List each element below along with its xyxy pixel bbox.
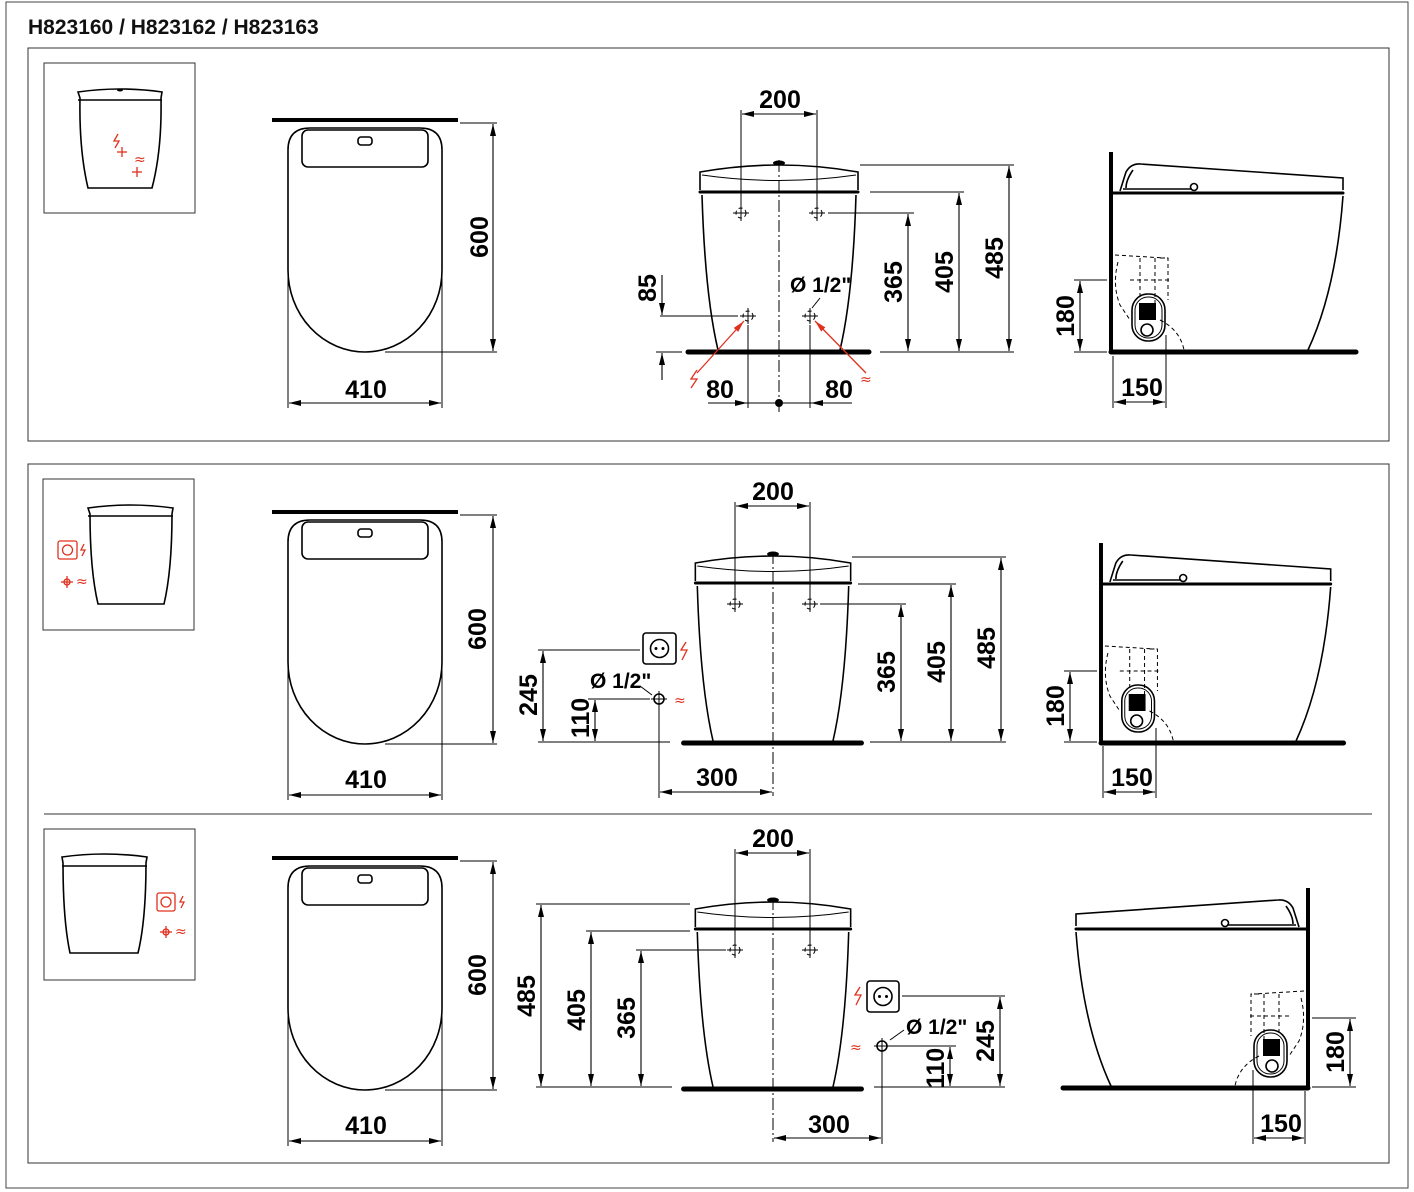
dim-600: 600: [464, 608, 492, 650]
front-view-1: 200 365 405 485 85 Ø 1/2" 80 80 ≈: [634, 86, 1014, 412]
dim-365: 365: [873, 651, 901, 693]
power-socket-icon: [866, 980, 900, 1013]
side-view-3: 180 150: [1063, 888, 1356, 1144]
electric-connection-icon: [679, 641, 689, 661]
dim-600: 600: [466, 216, 494, 258]
dim-485: 485: [513, 975, 541, 1017]
svg-text:≈: ≈: [674, 693, 686, 709]
dim-405: 405: [923, 641, 951, 683]
side-view-1: 180 150: [1052, 152, 1356, 408]
dim-180: 180: [1322, 1031, 1350, 1073]
dim-150: 150: [1260, 1110, 1302, 1138]
dim-410: 410: [345, 1112, 387, 1140]
power-socket-icon: [642, 632, 677, 665]
dim-485: 485: [981, 237, 1009, 279]
page-frame: [5, 1, 1409, 1189]
water-connection-icon: [874, 1038, 890, 1054]
dim-410: 410: [345, 766, 387, 794]
dim-600: 600: [464, 954, 492, 996]
water-connection-icon: ≈: [175, 924, 187, 940]
thumbnail-1: ≈: [43, 62, 196, 214]
dim-200: 200: [759, 86, 801, 114]
dim-80-left: 80: [706, 376, 734, 404]
dim-80-right: 80: [825, 376, 853, 404]
electric-connection-icon: [112, 133, 121, 149]
dim-200: 200: [752, 478, 794, 506]
crosshair-connection-icon: [117, 147, 127, 157]
panel-h823162-h823163: [27, 463, 1390, 1164]
front-view-2: 200 365 405 485 ≈ Ø 1/2" 245 110 300: [515, 478, 1006, 798]
water-connection-icon: ≈: [76, 574, 88, 590]
power-socket-icon: [156, 892, 176, 912]
electric-connection-icon: [689, 369, 699, 389]
dim-85: 85: [634, 274, 662, 302]
dim-245: 245: [972, 1020, 1000, 1062]
water-connection-icon: ≈: [860, 372, 872, 388]
dim-365: 365: [880, 261, 908, 303]
thumbnail-2: ≈: [42, 478, 195, 631]
dim-180: 180: [1052, 295, 1080, 337]
top-view-1: 600 410: [272, 120, 497, 408]
top-view-2: 600 410: [272, 512, 497, 800]
dim-150: 150: [1111, 764, 1153, 792]
pipe-diameter: Ø 1/2": [590, 670, 651, 693]
dim-150: 150: [1121, 374, 1163, 402]
panel-h823160: [27, 47, 1390, 442]
dim-485: 485: [973, 627, 1001, 669]
water-connection-icon: ≈: [134, 152, 146, 168]
pipe-diameter: Ø 1/2": [790, 274, 851, 297]
thumbnail-3: ≈: [43, 828, 196, 981]
dim-180: 180: [1042, 685, 1070, 727]
dim-365: 365: [613, 997, 641, 1039]
svg-text:≈: ≈: [850, 1040, 862, 1056]
dim-245: 245: [515, 674, 543, 716]
front-view-3: 200 485 405 365 ≈ Ø 1/2" 245 110 300: [513, 825, 1005, 1144]
electric-connection-icon: [853, 986, 863, 1006]
dim-300: 300: [808, 1111, 850, 1139]
top-view-3: 600 410: [272, 858, 497, 1146]
dim-405: 405: [563, 989, 591, 1031]
dim-300: 300: [696, 764, 738, 792]
dim-110: 110: [567, 698, 595, 738]
dim-200: 200: [752, 825, 794, 853]
water-connection-icon: [651, 691, 667, 707]
pipe-diameter: Ø 1/2": [906, 1016, 967, 1039]
power-socket-icon: [57, 540, 78, 560]
side-view-2: 180 150: [1042, 543, 1344, 798]
page-title: H823160 / H823162 / H823163: [28, 16, 319, 39]
dim-405: 405: [931, 251, 959, 293]
dim-410: 410: [345, 376, 387, 404]
dim-110: 110: [922, 1048, 950, 1088]
